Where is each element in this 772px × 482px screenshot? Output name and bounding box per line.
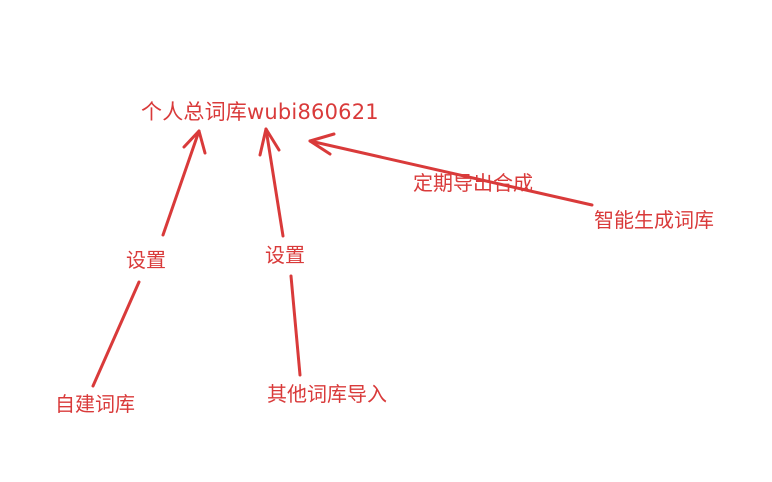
arrow-own-to-main xyxy=(91,129,207,388)
arrow-own-to-main-head xyxy=(182,129,207,155)
smart-generated-dictionary-node: 智能生成词库 xyxy=(594,208,714,232)
arrow-smart-to-main-head xyxy=(308,132,336,156)
arrow-smart-to-main xyxy=(308,132,594,207)
arrow-other-to-main xyxy=(258,127,302,377)
edge-label-own-setting: 设置 xyxy=(126,248,166,272)
arrow-smart-to-main-shaft xyxy=(308,139,594,207)
arrow-own-to-main-shaft-upper xyxy=(161,129,201,237)
edge-label-other-setting: 设置 xyxy=(265,243,305,267)
own-dictionary-node: 自建词库 xyxy=(55,392,135,416)
other-dictionary-import-node: 其他词库导入 xyxy=(267,382,387,406)
arrow-other-to-main-head xyxy=(258,127,281,157)
edge-label-periodic-export: 定期导出合成 xyxy=(413,171,533,195)
main-dictionary-node: 个人总词库wubi860621 xyxy=(141,100,379,124)
arrow-other-to-main-shaft-upper xyxy=(264,127,285,238)
arrow-own-to-main-shaft-lower xyxy=(91,280,141,388)
arrow-other-to-main-shaft-lower xyxy=(289,274,302,377)
